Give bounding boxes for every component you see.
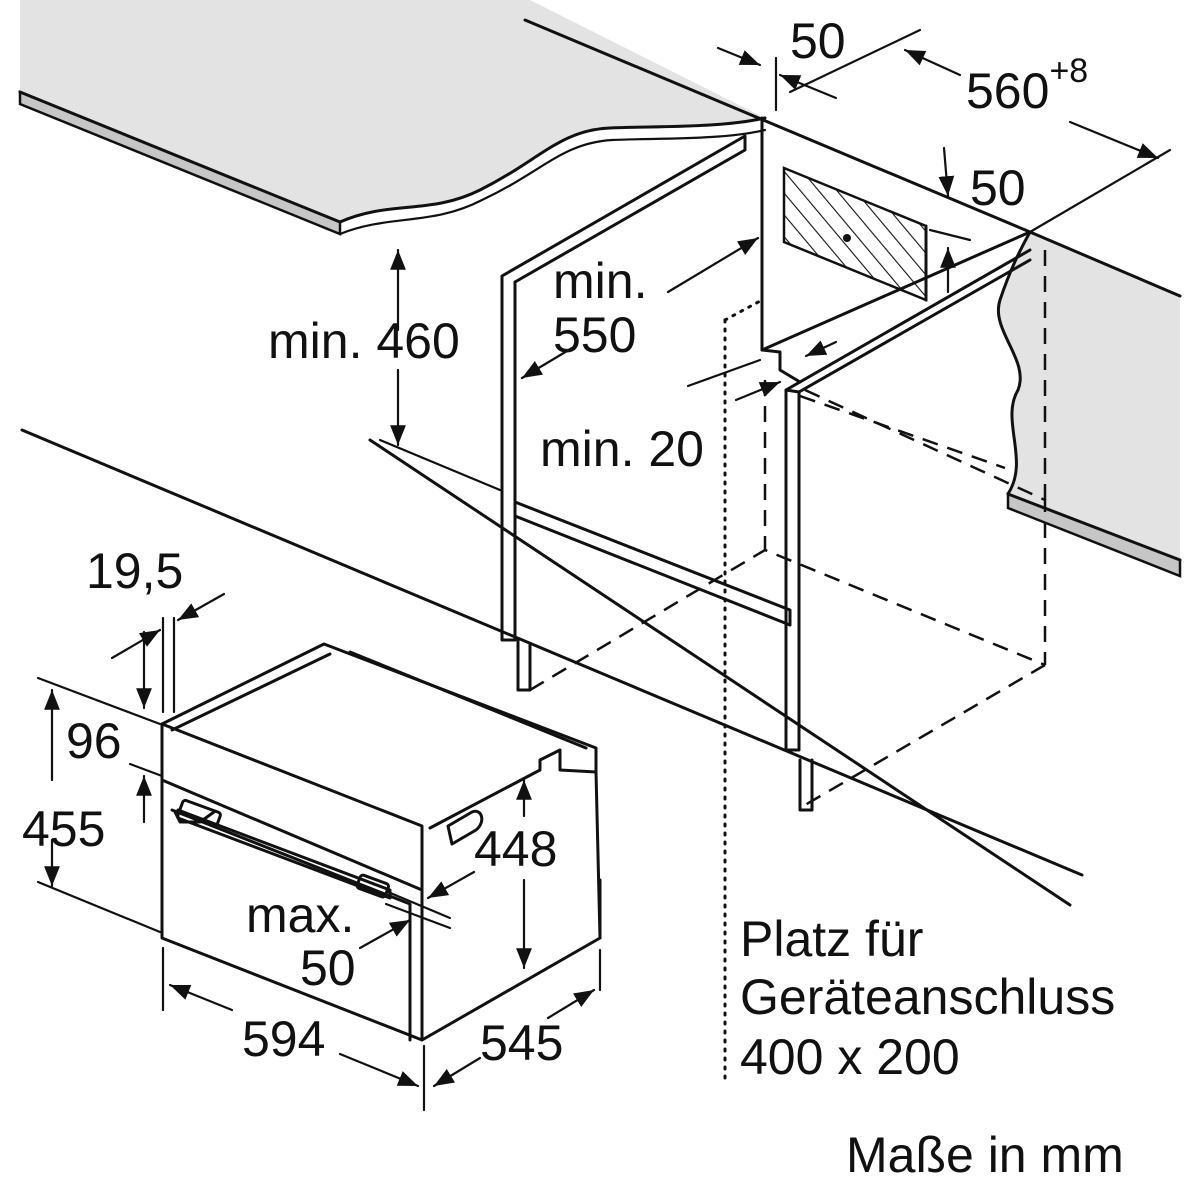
label-max: max. bbox=[246, 887, 354, 943]
label-platz-3: 400 x 200 bbox=[740, 1029, 960, 1085]
dimension-labels: 50 560+8 50 min. 550 min. 460 min. 20 19… bbox=[22, 13, 1124, 1183]
label-594: 594 bbox=[242, 1011, 325, 1067]
hidden-lines bbox=[529, 250, 1047, 1082]
label-448: 448 bbox=[474, 821, 557, 877]
label-units: Maße in mm bbox=[846, 1127, 1124, 1183]
label-560-value: 560 bbox=[966, 63, 1049, 119]
countertop-right bbox=[996, 230, 1182, 578]
countertop-left bbox=[18, 0, 1032, 236]
label-560-sup: +8 bbox=[1049, 52, 1088, 90]
label-19-5: 19,5 bbox=[86, 543, 183, 599]
label-min-550-a: min. bbox=[553, 253, 647, 309]
label-50-right: 50 bbox=[970, 160, 1026, 216]
label-455: 455 bbox=[22, 801, 105, 857]
label-560: 560+8 bbox=[966, 52, 1088, 119]
label-platz-2: Geräteanschluss bbox=[740, 969, 1115, 1025]
label-96: 96 bbox=[66, 713, 122, 769]
oven-appliance bbox=[160, 642, 602, 1042]
label-platz-1: Platz für bbox=[740, 911, 923, 967]
label-50-handle: 50 bbox=[300, 940, 356, 996]
dimension-lines bbox=[36, 28, 1172, 1112]
label-min-460: min. 460 bbox=[268, 313, 460, 369]
cabinet-niche bbox=[20, 116, 1084, 907]
label-min-550-b: 550 bbox=[553, 307, 636, 363]
label-min-20: min. 20 bbox=[540, 421, 704, 477]
label-545: 545 bbox=[480, 1015, 563, 1071]
label-50-top: 50 bbox=[790, 13, 846, 69]
